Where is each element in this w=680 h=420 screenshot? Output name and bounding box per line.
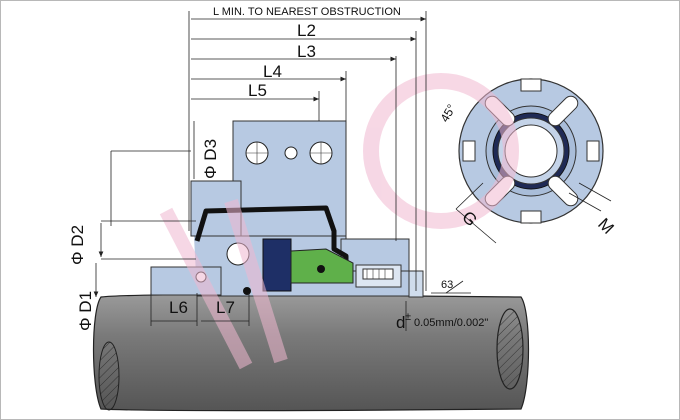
l-min-label: L MIN. TO NEAREST OBSTRUCTION bbox=[213, 6, 401, 18]
l2-label: L2 bbox=[297, 21, 316, 40]
tolerance-d: d bbox=[396, 313, 405, 332]
set-screw bbox=[362, 268, 394, 280]
l3-label: L3 bbox=[297, 42, 316, 61]
l7-label: L7 bbox=[216, 298, 235, 317]
oring-dot bbox=[317, 265, 325, 273]
tolerance-pm: ± bbox=[405, 311, 411, 323]
oring-dot bbox=[243, 287, 251, 295]
dimension-lines bbox=[93, 11, 612, 331]
angle-label: 45° bbox=[437, 102, 458, 125]
m-label: M bbox=[594, 214, 617, 237]
pink-logo-watermark bbox=[159, 73, 519, 370]
gasket-path bbox=[194, 205, 349, 266]
phi-d1-label: Φ D1 bbox=[76, 291, 95, 331]
l5-label: L5 bbox=[248, 81, 267, 100]
shaft bbox=[92, 294, 530, 412]
phi-d3-label: Φ D3 bbox=[201, 139, 220, 179]
roughness-label: 63 bbox=[441, 279, 453, 291]
l6-label: L6 bbox=[169, 298, 188, 317]
seal-face bbox=[262, 238, 292, 292]
phi-d2-label: Φ D2 bbox=[68, 225, 87, 265]
l4-label: L4 bbox=[263, 62, 282, 81]
tolerance-value: 0.05mm/0.002" bbox=[414, 317, 488, 329]
